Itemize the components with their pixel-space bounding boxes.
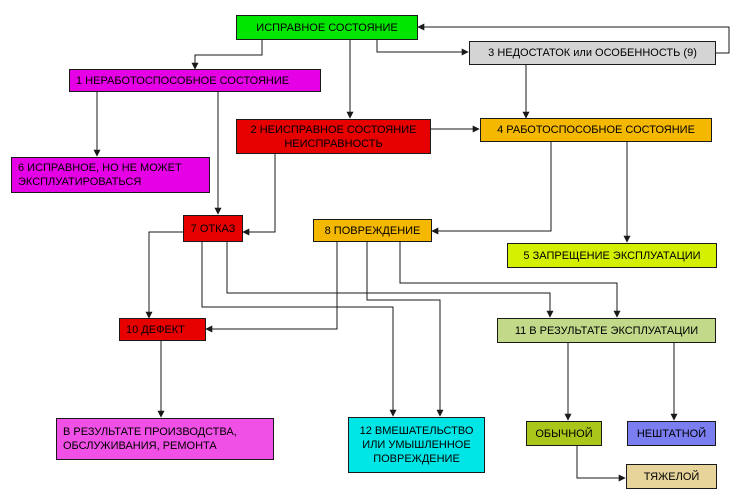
node-production-label-line1: В РЕЗУЛЬТАТЕ ПРОИЗВОДСТВА, <box>63 426 237 438</box>
edge-n3-to-good <box>417 23 730 54</box>
node-8-damage[interactable]: 8 ПОВРЕЖДЕНИЕ <box>313 219 432 242</box>
node-5-label: 5 ЗАПРЕЩЕНИЕ ЭКСПЛУАТАЦИИ <box>523 249 701 262</box>
node-abnormal-label: НЕШТАТНОЙ <box>636 427 707 440</box>
edge-n8-to-n12 <box>366 242 444 417</box>
node-3-shortcoming[interactable]: 3 НЕДОСТАТОК или ОСОБЕННОСТЬ (9) <box>469 41 716 65</box>
node-4-operable-state[interactable]: 4 РАБОТОСПОСОБНОЕ СОСТОЯНИЕ <box>480 118 712 142</box>
edge-n2-to-n7 <box>242 154 276 236</box>
node-12-label-line1: 12 ВМЕШАТЕЛЬСТВО <box>359 425 474 437</box>
node-10-defect[interactable]: 10 ДЕФЕКТ <box>119 318 206 341</box>
node-4-label: 4 РАБОТОСПОСОБНОЕ СОСТОЯНИЕ <box>497 124 695 136</box>
node-production-label-line2: ОБСЛУЖИВАНИЯ, РЕМОНТА <box>63 440 217 452</box>
node-good-state-label: ИСПРАВНОЕ СОСТОЯНИЕ <box>256 21 398 34</box>
node-12-interference[interactable]: 12 ВМЕШАТЕЛЬСТВО ИЛИ УМЫШЛЕННОЕ ПОВРЕЖДЕ… <box>348 417 485 473</box>
edge-good-to-n3 <box>376 39 469 56</box>
node-6-label-line2: ЭКСПЛУАТИРОВАТЬСЯ <box>18 176 142 188</box>
node-production-maintenance-repair[interactable]: В РЕЗУЛЬТАТЕ ПРОИЗВОДСТВА, ОБСЛУЖИВАНИЯ,… <box>56 418 274 460</box>
node-2-label-line2: НЕИСПРАВНОСТЬ <box>284 137 383 150</box>
node-6-label-line1: 6 ИСПРАВНОЕ, НО НЕ МОЖЕТ <box>18 162 182 174</box>
edge-n8-to-n11 <box>399 242 621 318</box>
node-5-operation-ban[interactable]: 5 ЗАПРЕЩЕНИЕ ЭКСПЛУАТАЦИИ <box>507 243 717 268</box>
node-12-label-line2: ИЛИ УМЫШЛЕННОЕ <box>362 439 471 451</box>
node-abnormal[interactable]: НЕШТАТНОЙ <box>627 421 716 446</box>
edge-n7-to-n12 <box>201 242 397 417</box>
node-11-as-result-of-operation[interactable]: 11 В РЕЗУЛЬТАТЕ ЭКСПЛУАТАЦИИ <box>497 318 716 343</box>
edge-n4-to-n8 <box>431 142 552 235</box>
edge-good-to-n1 <box>191 39 263 70</box>
node-7-label: 7 ОТКАЗ <box>190 222 236 235</box>
node-11-label: 11 В РЕЗУЛЬТАТЕ ЭКСПЛУАТАЦИИ <box>514 324 699 337</box>
node-ordinary[interactable]: ОБЫЧНОЙ <box>526 421 602 446</box>
edge-n7-to-n10 <box>145 231 183 319</box>
edge-n8-to-n10 <box>205 242 338 333</box>
node-severe[interactable]: ТЯЖЕЛОЙ <box>626 464 717 489</box>
node-good-state[interactable]: ИСПРАВНОЕ СОСТОЯНИЕ <box>236 15 418 40</box>
node-10-label: 10 ДЕФЕКТ <box>126 323 185 336</box>
node-8-label: 8 ПОВРЕЖДЕНИЕ <box>324 224 421 237</box>
node-7-failure[interactable]: 7 ОТКАЗ <box>183 215 243 242</box>
node-2-faulty-state[interactable]: 2 НЕИСПРАВНОЕ СОСТОЯНИЕ НЕИСПРАВНОСТЬ <box>236 119 431 154</box>
node-3-label: 3 НЕДОСТАТОК или ОСОБЕННОСТЬ (9) <box>488 47 697 59</box>
node-12-label-line3: ПОВРЕЖДЕНИЕ <box>373 453 460 465</box>
node-1-inoperable-state[interactable]: 1 НЕРАБОТОСПОСОБНОЕ СОСТОЯНИЕ <box>69 69 321 92</box>
node-ordinary-label: ОБЫЧНОЙ <box>535 427 593 440</box>
edge-ordinary-to-severe <box>576 446 626 482</box>
node-1-label: 1 НЕРАБОТОСПОСОБНОЕ СОСТОЯНИЕ <box>76 74 290 87</box>
node-2-label-line1: 2 НЕИСПРАВНОЕ СОСТОЯНИЕ <box>250 123 417 136</box>
node-6-serviceable-not-operable[interactable]: 6 ИСПРАВНОЕ, НО НЕ МОЖЕТ ЭКСПЛУАТИРОВАТЬ… <box>11 157 210 193</box>
edge-n7-to-n11 <box>226 242 554 318</box>
node-severe-label: ТЯЖЕЛОЙ <box>643 470 700 483</box>
